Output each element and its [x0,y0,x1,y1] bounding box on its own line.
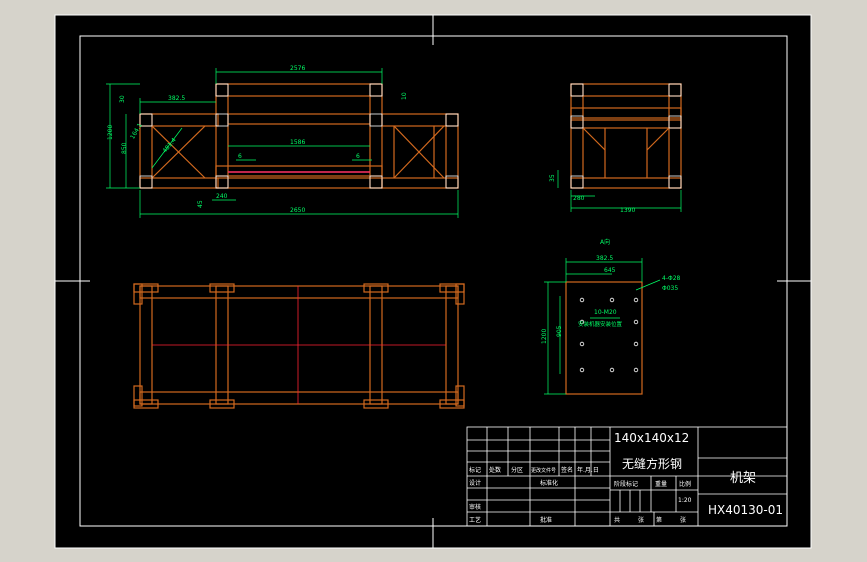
scale-value: 1:20 [678,497,692,504]
dim-left-offset: 382.5 [168,95,185,102]
view-a-dim-645: 645 [604,267,616,274]
dim-height-1200: 1200 [107,125,114,140]
label-sheet-no: 第 [656,516,662,524]
label-weight: 重量 [655,480,667,488]
view-a-hole-note: Φ035 [662,285,678,292]
front-view: 2576 382.5 1586 2650 240 30 10 45 6 6 12… [106,65,459,218]
dim-base-240: 240 [216,193,228,200]
dim-gap-b: 6 [356,153,360,160]
title-block [466,426,788,527]
header-sign: 签名 [561,466,573,474]
side-dim-1390: 1390 [620,207,635,214]
dim-gap-a: 6 [238,153,242,160]
header-count: 处数 [489,466,501,474]
drawing-sheet [54,14,812,549]
header-change-doc: 更改文件号 [531,467,556,474]
view-a-title: A向 [600,238,610,246]
view-a-holes: 4-Φ28 [662,275,681,282]
part-name: 机架 [730,471,756,486]
center-marks [55,15,811,548]
header-date: 年.月.日 [577,466,599,474]
dim-small-45: 45 [197,200,204,208]
view-a-dim-382: 382.5 [596,255,613,262]
label-design: 设计 [469,479,481,487]
side-dim-280: 280 [573,195,585,202]
header-mark: 标记 [469,466,481,474]
view-a-dim-1200: 1200 [541,329,548,344]
label-sheet-2: 张 [680,516,686,524]
label-approve: 批准 [540,516,552,524]
drawing-number: HX40130-01 [708,503,783,517]
dim-total-width: 2650 [290,207,305,214]
label-sheet-total: 共 [614,516,620,524]
label-stage-mark: 阶段标记 [614,480,638,488]
label-process: 工艺 [469,516,481,524]
material-name: 无缝方形钢 [622,456,682,471]
label-scale: 比例 [679,480,691,488]
dim-small-10: 10 [401,92,408,100]
material-size: 140x140x12 [614,431,689,445]
label-check: 审核 [469,503,481,511]
view-a-dim-905: 905 [556,325,563,337]
dim-inner-span: 1586 [290,139,305,146]
side-view: 35 280 1390 [549,83,682,214]
side-dim-35: 35 [549,174,556,182]
header-zone: 分区 [511,466,523,474]
label-standard: 标准化 [540,479,558,487]
dim-height-850: 850 [121,142,128,154]
view-a-label-a: 10-M20 [594,309,617,316]
top-view [133,283,465,409]
label-sheet: 张 [638,516,644,524]
view-a-label-b: 安装机器安装位置 [578,320,623,328]
view-a: A向 382.5 645 4-Φ28 Φ035 10-M20 安装机器安装位置 … [541,238,681,395]
dim-overall-top: 2576 [290,65,305,72]
dim-small-30: 30 [119,95,126,103]
